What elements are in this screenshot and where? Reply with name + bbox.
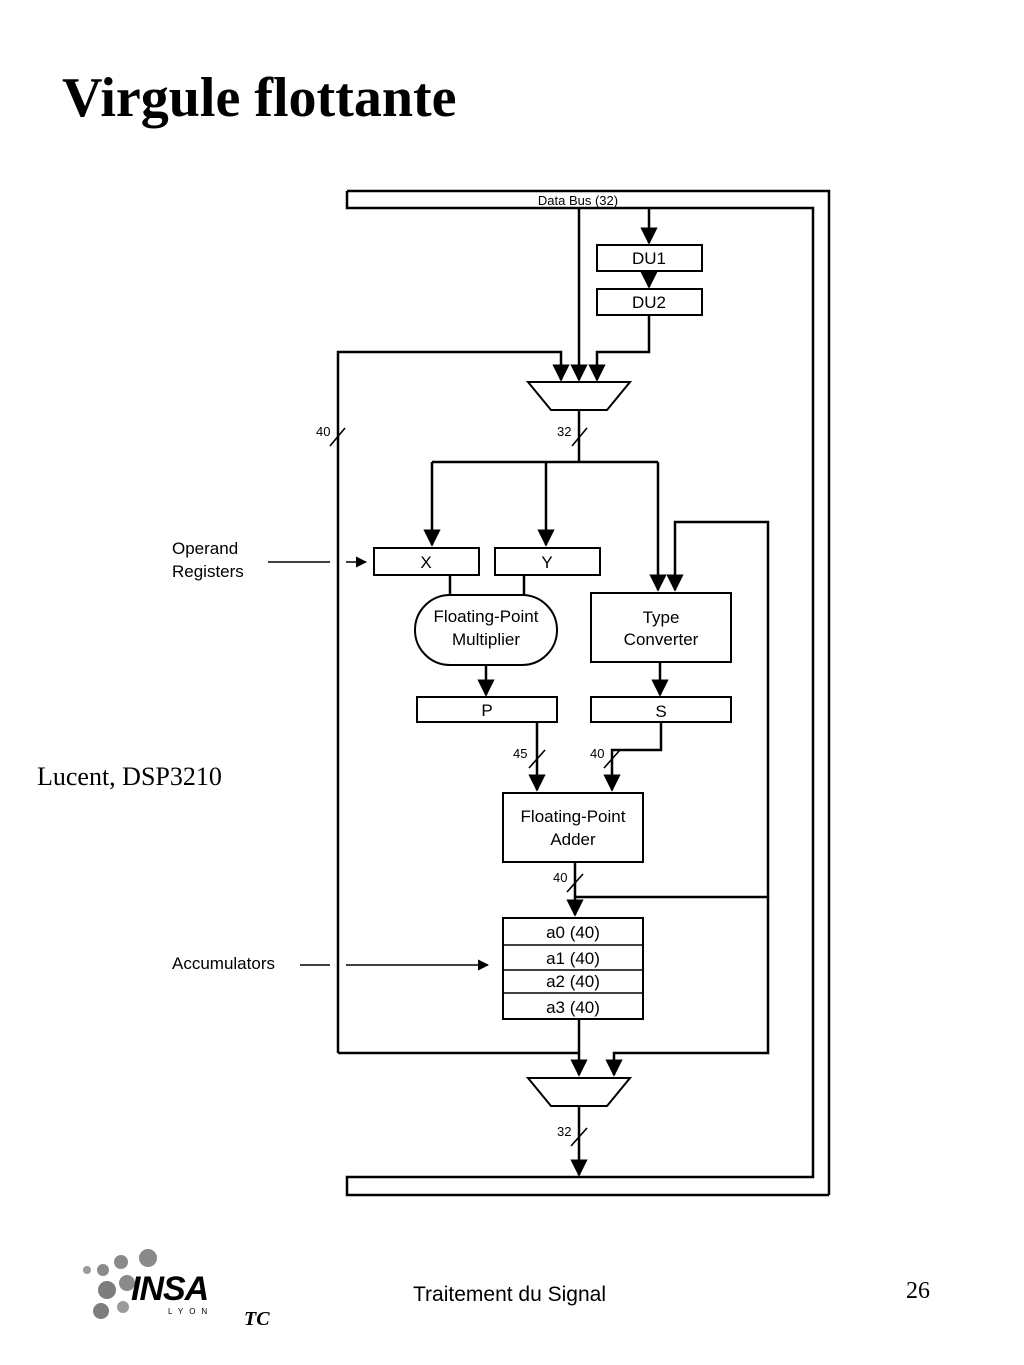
- processor-label: Lucent, DSP3210: [37, 762, 222, 791]
- accumulator-a1: a1 (40): [546, 949, 600, 968]
- du2-to-mux-line: [588, 315, 651, 382]
- fp-adder: [502, 792, 644, 863]
- converter-label-line1: Type: [643, 608, 680, 627]
- register-x-label: X: [420, 553, 431, 572]
- register-y-label: Y: [541, 553, 552, 572]
- multiplier-label-line1: Floating-Point: [434, 607, 539, 626]
- converter-label-line2: Converter: [624, 630, 699, 649]
- accumulator-feedback-converter: [575, 520, 770, 899]
- accumulator-stack: a0 (40) a1 (40) a2 (40) a3 (40): [502, 917, 644, 1020]
- page-title: Virgule flottante: [62, 67, 457, 129]
- feedback-to-mux-line: [336, 350, 570, 1053]
- du1-label: DU1: [632, 249, 666, 268]
- width-tick-40-adder: [566, 873, 584, 893]
- register-p: [416, 696, 558, 723]
- type-converter: [590, 592, 732, 663]
- accumulators-label: Accumulators: [172, 954, 275, 973]
- output-mux: [525, 1077, 633, 1107]
- du2-label: DU2: [632, 293, 666, 312]
- width-tick-32-bottom: [570, 1127, 588, 1147]
- width-label-40-left: 40: [316, 424, 330, 439]
- footer-course-title: Traitement du Signal: [413, 1283, 606, 1306]
- logo-wordmark: INSA: [131, 1270, 208, 1308]
- accumulator-feedback-outmux: [605, 897, 770, 1077]
- width-tick-40-s: [603, 749, 621, 769]
- page-number: 26: [906, 1278, 930, 1304]
- register-s-label: S: [655, 702, 666, 721]
- insa-logo: INSA LYON: [83, 1249, 213, 1319]
- width-tick-45: [528, 749, 546, 769]
- data-bus-label: Data Bus (32): [538, 193, 618, 208]
- width-label-40-s: 40: [590, 746, 604, 761]
- adder-label-line1: Floating-Point: [521, 807, 626, 826]
- width-label-32-top: 32: [557, 424, 571, 439]
- logo-subtitle: LYON: [168, 1307, 213, 1316]
- register-x: [373, 547, 480, 576]
- data-bus: Data Bus (32): [345, 189, 831, 1197]
- accumulator-a2: a2 (40): [546, 972, 600, 991]
- operand-label-line2: Registers: [172, 562, 244, 581]
- operand-label-line1: Operand: [172, 539, 238, 558]
- department-label: TC: [244, 1308, 270, 1330]
- width-tick-40-left: [329, 427, 346, 447]
- accumulator-a0: a0 (40): [546, 923, 600, 942]
- width-label-40-adder: 40: [553, 870, 567, 885]
- width-label-45: 45: [513, 746, 527, 761]
- adder-label-line2: Adder: [550, 830, 596, 849]
- accumulator-frame: [502, 917, 644, 1020]
- s-to-adder-arrow: [603, 722, 663, 792]
- register-p-label: P: [481, 701, 492, 720]
- accumulator-a3: a3 (40): [546, 998, 600, 1017]
- register-y: [494, 547, 601, 576]
- width-label-32-bottom: 32: [557, 1124, 571, 1139]
- multiplier-label-line2: Multiplier: [452, 630, 520, 649]
- input-mux: [525, 381, 633, 411]
